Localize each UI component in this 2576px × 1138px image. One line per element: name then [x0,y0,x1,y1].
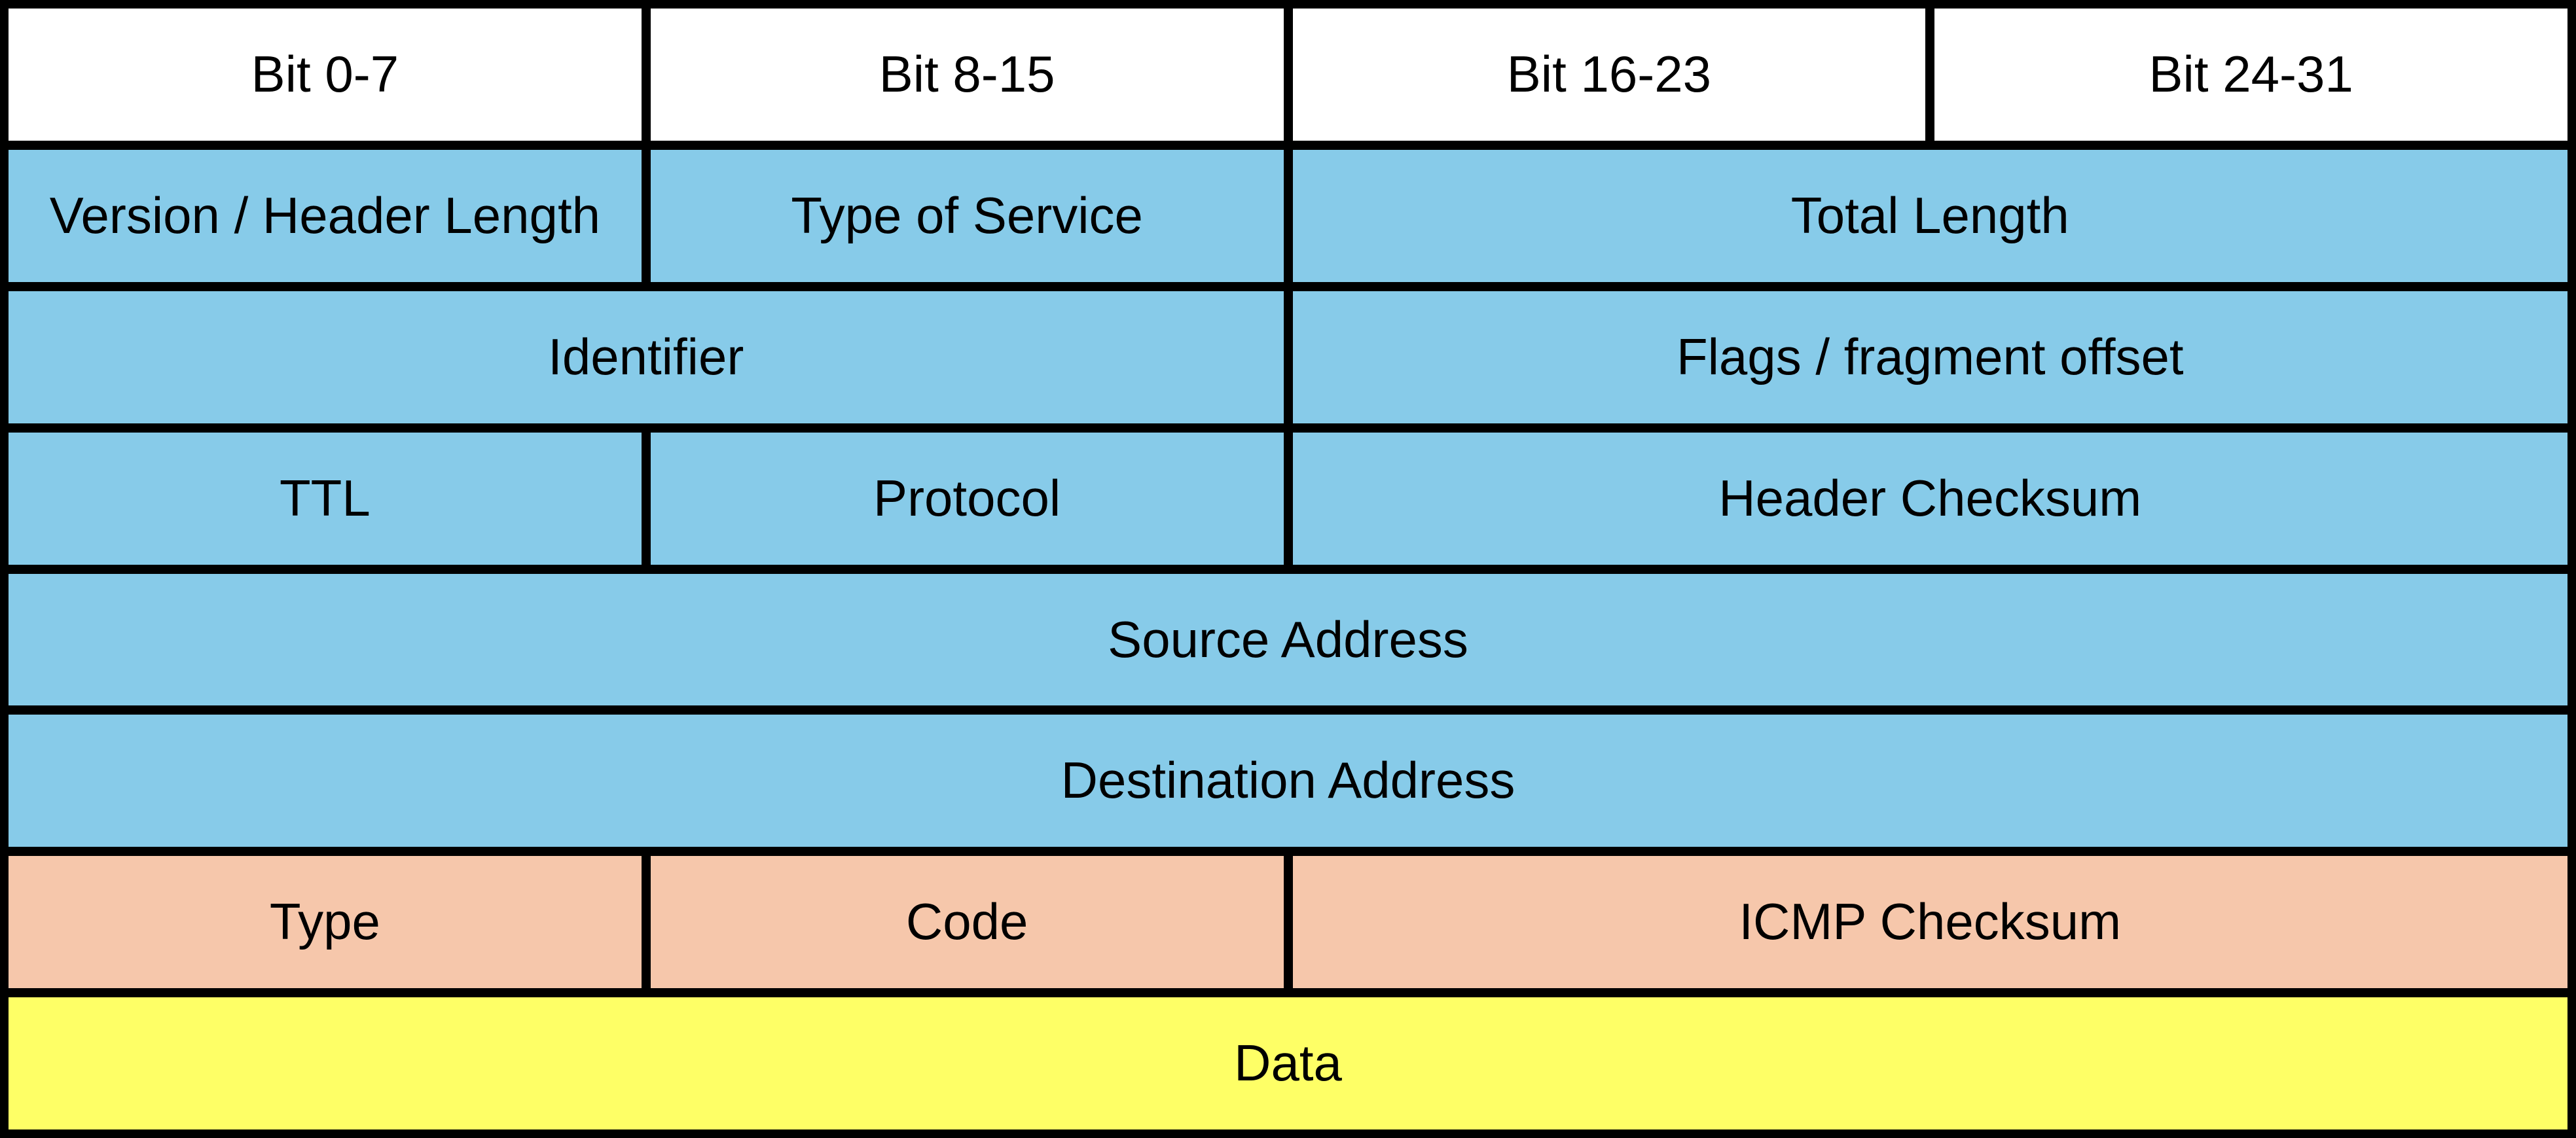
cell-type-of-service: Type of Service [650,149,1284,282]
cell-version-header-length: Version / Header Length [9,149,642,282]
cell-source-address: Source Address [9,573,2567,706]
cell-bit-24-31: Bit 24-31 [1934,9,2567,141]
cell-icmp-type: Type [9,856,642,989]
cell-destination-address: Destination Address [9,715,2567,847]
cell-flags-fragment-offset: Flags / fragment offset [1292,291,2567,423]
cell-icmp-checksum: ICMP Checksum [1292,856,2567,989]
cell-bit-0-7: Bit 0-7 [9,9,642,141]
cell-header-checksum: Header Checksum [1292,432,2567,565]
cell-identifier: Identifier [9,291,1284,423]
cell-bit-8-15: Bit 8-15 [650,9,1284,141]
cell-ttl: TTL [9,432,642,565]
cell-total-length: Total Length [1292,149,2567,282]
cell-bit-16-23: Bit 16-23 [1292,9,1926,141]
cell-protocol: Protocol [650,432,1284,565]
cell-icmp-code: Code [650,856,1284,989]
cell-data: Data [9,997,2567,1129]
